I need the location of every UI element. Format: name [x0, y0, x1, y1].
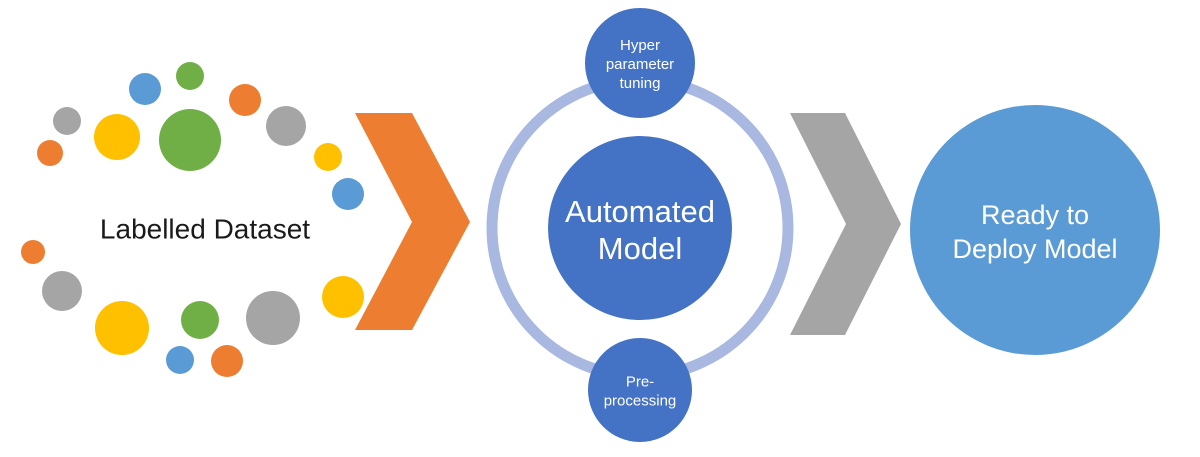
dataset-bubble	[176, 62, 204, 90]
pre-processing-circle[interactable]	[588, 338, 692, 442]
dataset-bubble	[94, 114, 140, 160]
ready-to-deploy-model-circle[interactable]	[910, 105, 1160, 355]
dataset-bubble	[229, 84, 261, 116]
automated-model-label-line-1: Automated	[565, 194, 715, 229]
ready-to-deploy-model-label-line-1: Ready to	[981, 200, 1089, 230]
chevron-model-to-deploy-icon	[790, 113, 901, 335]
dataset-bubble	[332, 178, 364, 210]
dataset-bubble	[166, 346, 194, 374]
dataset-bubble	[181, 301, 219, 339]
labelled-dataset-bubble-cluster	[21, 62, 364, 377]
dataset-bubble	[53, 107, 81, 135]
dataset-bubble	[266, 106, 306, 146]
pre-processing-label-line-1: Pre-	[626, 374, 654, 391]
automated-model-core-circle[interactable]	[548, 136, 732, 320]
chevron-dataset-to-model-icon	[355, 113, 470, 330]
dataset-bubble	[129, 73, 161, 105]
hyperparameter-tuning-circle[interactable]	[585, 8, 695, 118]
pre-processing-label-line-2: processing	[604, 393, 677, 410]
dataset-bubble	[159, 109, 221, 171]
hyperparameter-tuning-label-line-1: Hyper	[620, 37, 660, 54]
labelled-dataset-label: Labelled Dataset	[100, 213, 310, 244]
dataset-bubble	[211, 345, 243, 377]
dataset-bubble	[246, 291, 300, 345]
dataset-bubble	[322, 276, 364, 318]
ready-to-deploy-model-label-line-2: Deploy Model	[952, 234, 1117, 264]
dataset-bubble	[37, 140, 63, 166]
hyperparameter-tuning-label-line-2: parameter	[606, 56, 674, 73]
hyperparameter-tuning-label-line-3: tuning	[620, 75, 661, 92]
dataset-bubble	[42, 271, 82, 311]
automated-model-label-line-2: Model	[598, 231, 682, 266]
dataset-bubble	[21, 240, 45, 264]
dataset-bubble	[314, 143, 342, 171]
dataset-bubble	[95, 301, 149, 355]
